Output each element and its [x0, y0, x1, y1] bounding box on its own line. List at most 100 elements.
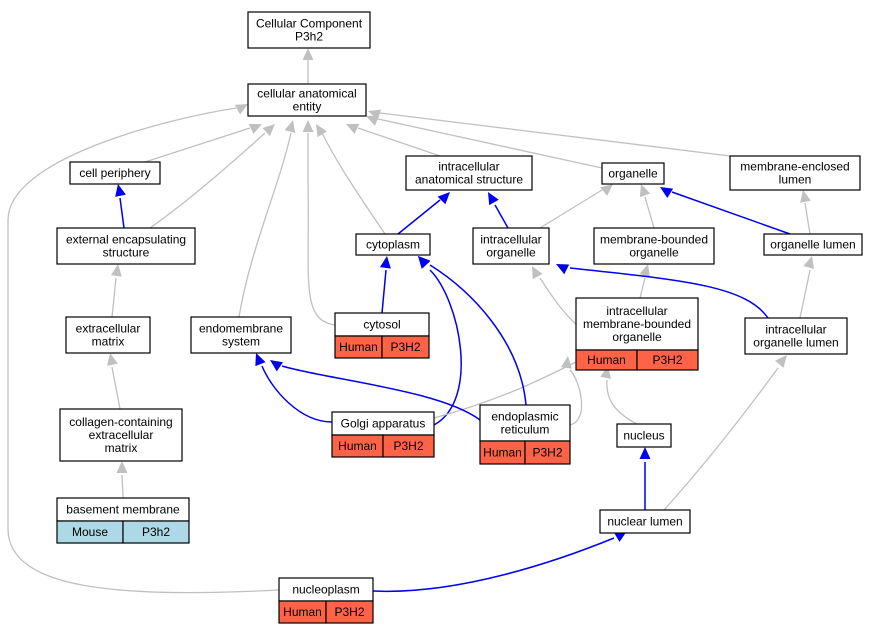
species-label: Human	[283, 605, 322, 619]
arrowhead-icon	[234, 104, 248, 115]
edge-line	[121, 474, 124, 499]
node-organelle[interactable]: organelle	[601, 162, 665, 185]
edge-cytoplasm-to-ias	[397, 192, 450, 235]
edge-nucleus-to-imbo	[600, 366, 638, 425]
gene-label: P3H2	[532, 446, 562, 460]
node-imbo[interactable]: intracellularmembrane-boundedorganelleHu…	[575, 297, 699, 371]
edge-er-to-imbo	[560, 356, 583, 426]
species-label: Human	[587, 353, 626, 367]
edge-org_lumen-to-mel	[800, 190, 811, 235]
edge-nuc_lumen-to-nucleus	[639, 447, 651, 510]
node-label-line: intracellular	[438, 160, 499, 174]
arrowhead-icon	[418, 256, 431, 269]
node-label-line: organelle	[608, 167, 658, 181]
edge-line	[321, 132, 386, 235]
arrowhead-icon	[613, 531, 627, 542]
node-box	[616, 423, 672, 448]
edge-endomem-to-cae	[238, 120, 296, 318]
arrowhead-icon	[262, 124, 275, 137]
edges-layer	[7, 48, 814, 594]
edge-golgi-to-endomem	[255, 353, 333, 423]
arrowhead-icon	[775, 355, 787, 368]
edge-cytosol-to-cae	[302, 120, 336, 326]
node-cellper[interactable]: cell periphery	[69, 161, 161, 185]
edge-line	[804, 202, 811, 235]
edge-line	[111, 366, 121, 410]
arrowhead-icon	[660, 187, 674, 198]
edge-ext_enc-to-cellper	[115, 184, 126, 229]
edge-line	[149, 132, 266, 229]
arrowhead-icon	[284, 120, 296, 134]
node-label-line: collagen-containing	[69, 415, 172, 429]
node-box	[575, 297, 699, 351]
node-label-line: cell periphery	[79, 166, 150, 180]
node-box	[472, 227, 550, 265]
gene-cell	[636, 349, 699, 371]
node-org-lumen[interactable]: organelle lumen	[763, 233, 863, 256]
node-box	[405, 155, 533, 191]
gene-cell	[325, 600, 374, 624]
node-label-line: membrane-bounded	[600, 233, 708, 247]
gene-cell	[382, 434, 435, 458]
gene-cell	[381, 335, 430, 359]
edge-line	[644, 196, 655, 229]
edge-line	[433, 361, 577, 419]
node-label-line: endomembrane	[199, 322, 283, 336]
node-nuc-lumen[interactable]: nuclear lumen	[599, 509, 691, 534]
edge-nucleoplasm-to-nuc_lumen	[372, 531, 627, 593]
node-cytoplasm[interactable]: cytoplasm	[355, 233, 431, 256]
node-label-line: matrix	[105, 441, 138, 455]
node-nucleus[interactable]: nucleus	[616, 423, 672, 448]
edge-line	[307, 133, 336, 326]
edge-line	[799, 269, 811, 319]
arrowhead-icon	[116, 461, 128, 473]
arrowhead-icon	[115, 184, 126, 197]
gene-label: P3H2	[393, 439, 423, 453]
node-label-line: external encapsulating	[66, 233, 186, 247]
arrowhead-icon	[107, 353, 118, 366]
node-box	[190, 316, 292, 354]
node-label-line: organelle	[612, 330, 662, 344]
node-label-line: organelle lumen	[753, 336, 838, 350]
node-box	[763, 233, 863, 256]
edge-cytoplasm-to-cae	[316, 124, 386, 235]
edge-mbo-to-organelle	[639, 184, 655, 229]
node-box	[599, 509, 691, 534]
arrowhead-icon	[302, 120, 314, 132]
edge-line	[261, 365, 333, 423]
node-label-line: Cellular Component	[256, 17, 363, 31]
arrowhead-icon	[110, 264, 122, 277]
edge-cce-to-ecm	[107, 353, 121, 410]
edge-line	[111, 277, 117, 318]
edge-line	[639, 277, 646, 299]
node-label-line: membrane-enclosed	[740, 160, 849, 174]
node-label-line: nuclear lumen	[607, 515, 682, 529]
gene-label: P3H2	[390, 340, 420, 354]
edge-line	[569, 369, 583, 426]
arrowhead-icon	[488, 192, 499, 206]
gene-label: P3H2	[334, 605, 364, 619]
node-label-line: anatomical structure	[415, 173, 523, 187]
edge-nucleoplasm-to-cae	[7, 104, 280, 594]
species-label: Human	[339, 340, 378, 354]
edge-cytosol-to-cytoplasm	[379, 256, 391, 314]
node-label-line: matrix	[92, 335, 125, 349]
